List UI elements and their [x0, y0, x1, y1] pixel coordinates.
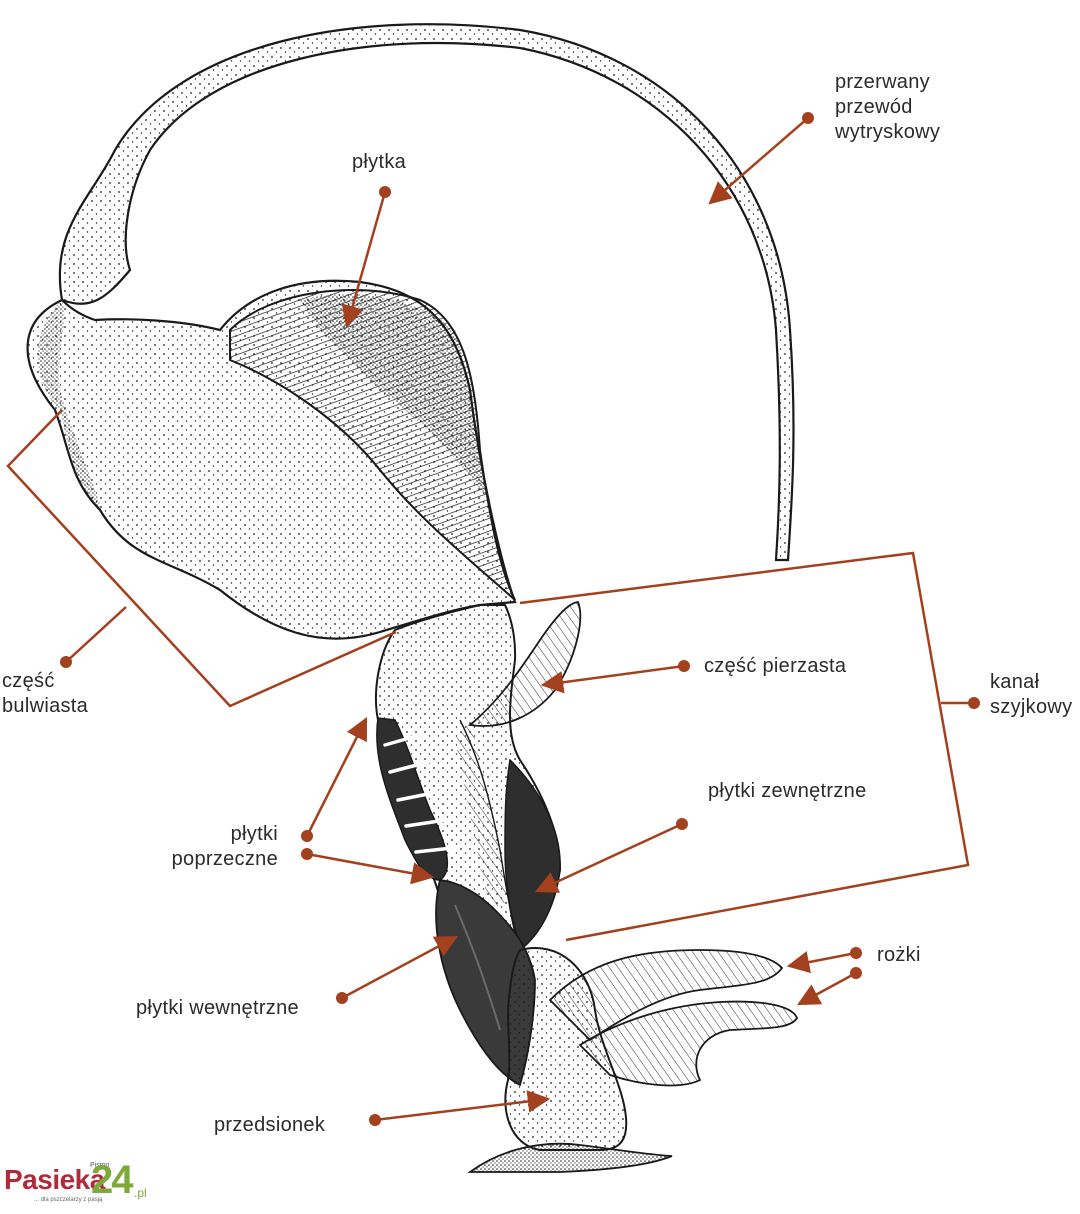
logo-name: Pasieka: [4, 1164, 105, 1195]
label-plytki-zewnetrzne: płytki zewnętrzne: [708, 779, 867, 804]
label-plytki-wewnetrzne: płytki wewnętrzne: [136, 996, 299, 1021]
logo-domain: .pl: [134, 1186, 147, 1200]
label-czesc-bulwiasta-line-2: bulwiasta: [2, 695, 89, 717]
label-plytki-poprzeczne-line-1: płytki: [230, 823, 278, 845]
label-czesc-bulwiasta: część bulwiasta: [2, 669, 88, 719]
label-przewod-line-3: wytryskowy: [835, 121, 941, 143]
label-kanal-line-2: szyjkowy: [990, 696, 1073, 718]
label-plytki-poprzeczne: płytki poprzeczne: [150, 822, 278, 872]
leader-lines: [6, 112, 980, 1126]
horns: [548, 949, 798, 1087]
label-przewod-wytryskowy: przerwany przewód wytryskowy: [835, 70, 940, 145]
label-plytki-poprzeczne-line-2: poprzeczne: [171, 848, 278, 870]
label-przedsionek: przedsionek: [214, 1113, 325, 1138]
pasieka24-logo: Pismo Pasieka 24 .pl ... dla pszczelarzy…: [4, 1158, 154, 1210]
cervical-canal: [375, 604, 562, 961]
label-przewod-line-2: przewód: [835, 96, 913, 118]
label-przewod-line-1: przerwany: [835, 71, 930, 93]
ejaculatory-duct: [58, 23, 795, 562]
label-kanal-szyjkowy: kanał szyjkowy: [990, 670, 1072, 720]
label-czesc-pierzasta: część pierzasta: [704, 654, 846, 679]
logo-number: 24: [91, 1158, 133, 1202]
feathered-part: [467, 601, 582, 727]
label-plytki-wewnetrzne-text: płytki wewnętrzne: [136, 997, 299, 1019]
logo-pismo: Pismo: [90, 1162, 110, 1169]
label-czesc-bulwiasta-line-1: część: [2, 670, 55, 692]
label-przedsionek-text: przedsionek: [214, 1114, 326, 1136]
label-kanal-line-1: kanał: [990, 671, 1040, 693]
label-rozki: rożki: [877, 943, 921, 968]
label-czesc-pierzasta-text: część pierzasta: [704, 655, 847, 677]
bulbous-part: [26, 279, 517, 640]
logo-tagline: ... dla pszczelarzy z pasją: [34, 1197, 103, 1203]
label-plytka-text: płytka: [352, 151, 407, 173]
label-rozki-text: rożki: [877, 944, 921, 966]
label-plytka: płytka: [352, 150, 406, 175]
label-plytki-zewnetrzne-text: płytki zewnętrzne: [708, 780, 867, 802]
